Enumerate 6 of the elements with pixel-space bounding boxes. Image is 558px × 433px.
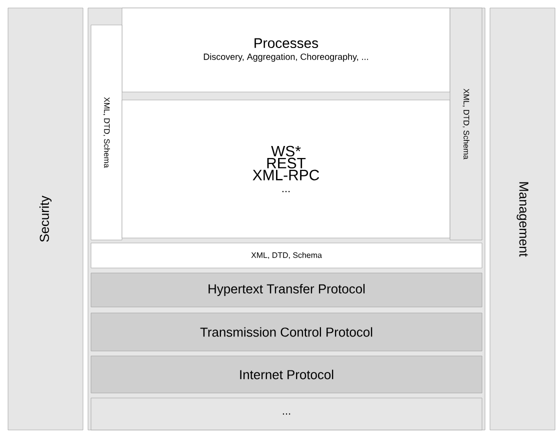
layer-box: ...: [90, 398, 482, 430]
layer-box: Internet Protocol: [90, 356, 482, 394]
layer-box: Hypertext Transfer Protocol: [90, 272, 482, 308]
side-bar: Management: [490, 8, 556, 430]
side-bar: Security: [8, 8, 84, 430]
layer-box: Transmission Control Protocol: [90, 312, 482, 352]
